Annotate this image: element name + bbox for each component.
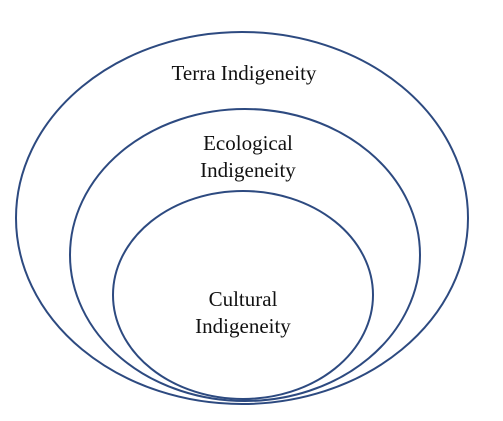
outer-ring-label: Terra Indigeneity	[141, 60, 347, 87]
outer-ring	[15, 31, 469, 405]
middle-ring-label-line-2: Indigeneity	[200, 158, 296, 182]
middle-ring-label-line-1: Ecological	[203, 131, 293, 155]
outer-ring-label-line: Terra Indigeneity	[171, 61, 317, 85]
middle-ring-label: Ecological Indigeneity	[176, 130, 320, 184]
middle-ring	[69, 108, 421, 402]
inner-ring-label: Cultural Indigeneity	[171, 286, 315, 340]
inner-ring	[112, 190, 374, 400]
inner-ring-label-line-1: Cultural	[208, 287, 278, 311]
inner-ring-label-line-2: Indigeneity	[195, 314, 291, 338]
